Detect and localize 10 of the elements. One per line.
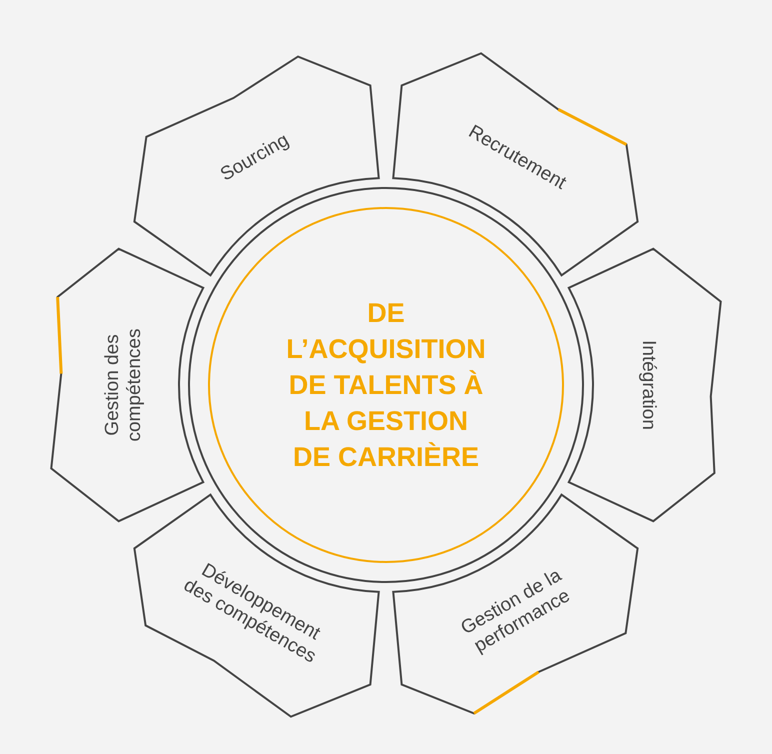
ring-segment	[392, 52, 639, 276]
segment-label: Gestion des compétences	[102, 328, 146, 444]
ring-segment	[392, 494, 639, 715]
center-circle	[208, 207, 564, 563]
ring-segment	[133, 56, 380, 276]
ring-segment	[50, 248, 204, 522]
segment-label: Intégration	[637, 339, 659, 432]
center-title: DE L’ACQUISITION DE TALENTS À LA GESTION DE CARRIÈRE	[286, 297, 486, 474]
ring-segment	[568, 248, 722, 522]
ring-segment	[133, 494, 380, 718]
